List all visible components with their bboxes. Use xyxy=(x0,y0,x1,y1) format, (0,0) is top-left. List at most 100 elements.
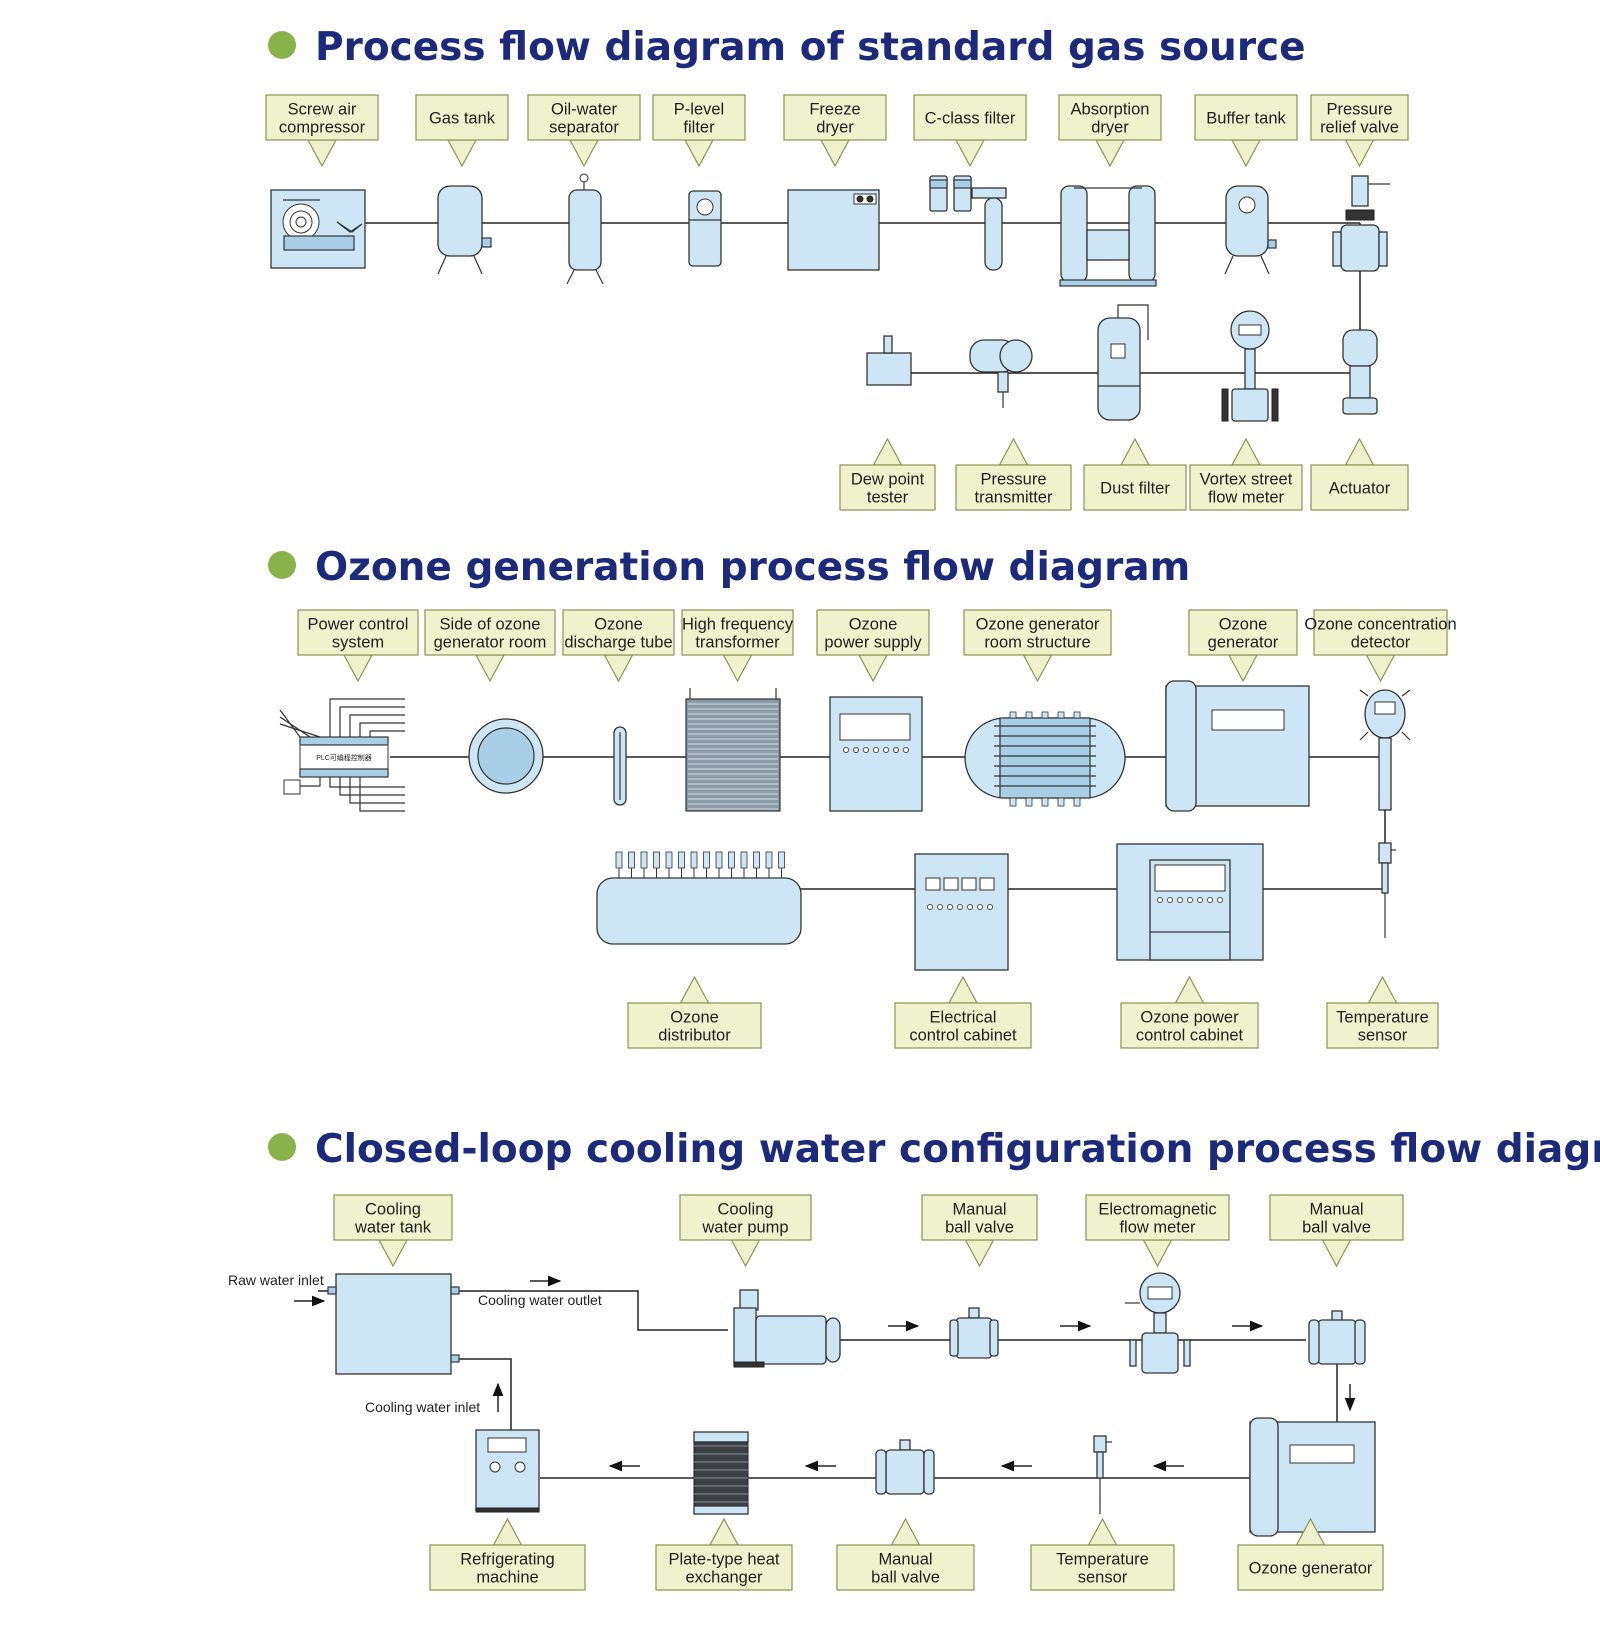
temperature-sensor xyxy=(1093,1435,1112,1514)
actuator xyxy=(1342,329,1378,415)
label-text: Freeze xyxy=(809,101,860,119)
label-text: Ozone xyxy=(670,1009,719,1027)
label-text: Ozone power xyxy=(1140,1009,1239,1027)
label-text: Pressure xyxy=(1326,101,1392,119)
callout-pointer xyxy=(819,139,851,168)
callout-pointer xyxy=(1367,975,1398,1004)
label-text: Manual xyxy=(878,1551,932,1569)
label-text: machine xyxy=(476,1569,538,1587)
label-box xyxy=(1313,609,1448,656)
label-text: filter xyxy=(683,119,715,137)
label-text: exchanger xyxy=(685,1569,763,1587)
pressure-relief-valve xyxy=(1332,175,1390,272)
label-box xyxy=(1188,609,1298,656)
vortex-street-flow-meter xyxy=(1221,310,1279,422)
callout-pointer xyxy=(722,654,753,683)
section-ozone-generation: Ozone generation process flow diagram PL… xyxy=(268,545,1457,1049)
callout-pointer xyxy=(1227,654,1259,683)
section-bullet xyxy=(268,31,296,59)
label-text: Temperature xyxy=(1056,1551,1149,1569)
label-text: Side of ozone xyxy=(440,616,541,634)
ozone-concentration-detector xyxy=(1359,689,1411,811)
label-dust-filter: Dust filter xyxy=(1083,437,1187,511)
label-text: separator xyxy=(549,119,619,137)
freeze-dryer xyxy=(787,189,880,271)
manual-ball-valve xyxy=(1308,1310,1366,1365)
callout-pointer xyxy=(1022,654,1053,683)
label-text: P-level xyxy=(674,101,724,119)
label-text: Ozone generator xyxy=(1249,1560,1373,1578)
label-text: compressor xyxy=(279,119,366,137)
label-box xyxy=(527,94,641,141)
label-text: Gas tank xyxy=(429,110,496,128)
label-text: C-class filter xyxy=(925,110,1016,128)
cooling-water-tank xyxy=(327,1273,460,1375)
label-text: control cabinet xyxy=(909,1027,1017,1045)
section-cooling-water: Closed-loop cooling water configuration … xyxy=(228,1127,1600,1591)
label-box xyxy=(562,609,675,656)
label-box xyxy=(297,609,419,656)
ozone-distributor xyxy=(596,851,802,945)
callout-pointer xyxy=(872,437,903,466)
label-text: ball valve xyxy=(871,1569,940,1587)
label-text: ball valve xyxy=(945,1219,1014,1237)
label-text: generator room xyxy=(434,634,547,652)
label-box xyxy=(333,1194,453,1241)
label-box xyxy=(265,94,379,141)
callout-pointer xyxy=(1321,1239,1352,1268)
oil-water-separator xyxy=(566,173,604,285)
label-text: Refrigerating xyxy=(460,1551,554,1569)
ozone-power-control-cabinet xyxy=(1116,843,1264,961)
label-box xyxy=(1194,94,1298,141)
label-text: control cabinet xyxy=(1136,1027,1244,1045)
electromagnetic-flow-meter xyxy=(1125,1272,1191,1374)
label-ozone-generator: Ozone generator xyxy=(1237,1517,1384,1591)
ozone-generator xyxy=(1249,1417,1376,1537)
label-box xyxy=(1237,1544,1384,1591)
callout-pointer xyxy=(603,654,634,683)
label-box xyxy=(839,464,936,511)
callout-pointer xyxy=(342,654,374,683)
label-box xyxy=(955,464,1072,511)
callout-pointer xyxy=(857,654,889,683)
callout-pointer xyxy=(377,1239,409,1268)
label-box xyxy=(1269,1194,1404,1241)
label-text: Cooling xyxy=(365,1201,421,1219)
label-text: Ozone xyxy=(849,616,898,634)
label-text: Temperature xyxy=(1336,1009,1429,1027)
label-text: Absorption xyxy=(1071,101,1150,119)
label-box xyxy=(1326,1002,1439,1049)
label-text: Plate-type heat xyxy=(669,1551,780,1569)
power-control-system: PLC可编程控制器 xyxy=(279,698,405,812)
high-frequency-transformer xyxy=(685,688,781,812)
label-text: High frequency xyxy=(682,616,794,634)
gas-tank xyxy=(437,185,492,275)
raw-water-inlet-note: Raw water inlet xyxy=(228,1272,324,1288)
label-box xyxy=(627,1002,762,1049)
label-text: Screw air xyxy=(288,101,357,119)
p-level-filter xyxy=(688,190,722,267)
label-text: flow meter xyxy=(1208,489,1285,507)
callout-pointer xyxy=(954,139,986,168)
pressure-transmitter xyxy=(969,339,1033,408)
callout-pointer xyxy=(1344,139,1375,168)
section-bullet xyxy=(268,1133,296,1161)
label-box xyxy=(894,1002,1032,1049)
callout-pointer xyxy=(492,1517,523,1546)
callout-pointer xyxy=(998,437,1029,466)
label-box xyxy=(783,94,887,141)
